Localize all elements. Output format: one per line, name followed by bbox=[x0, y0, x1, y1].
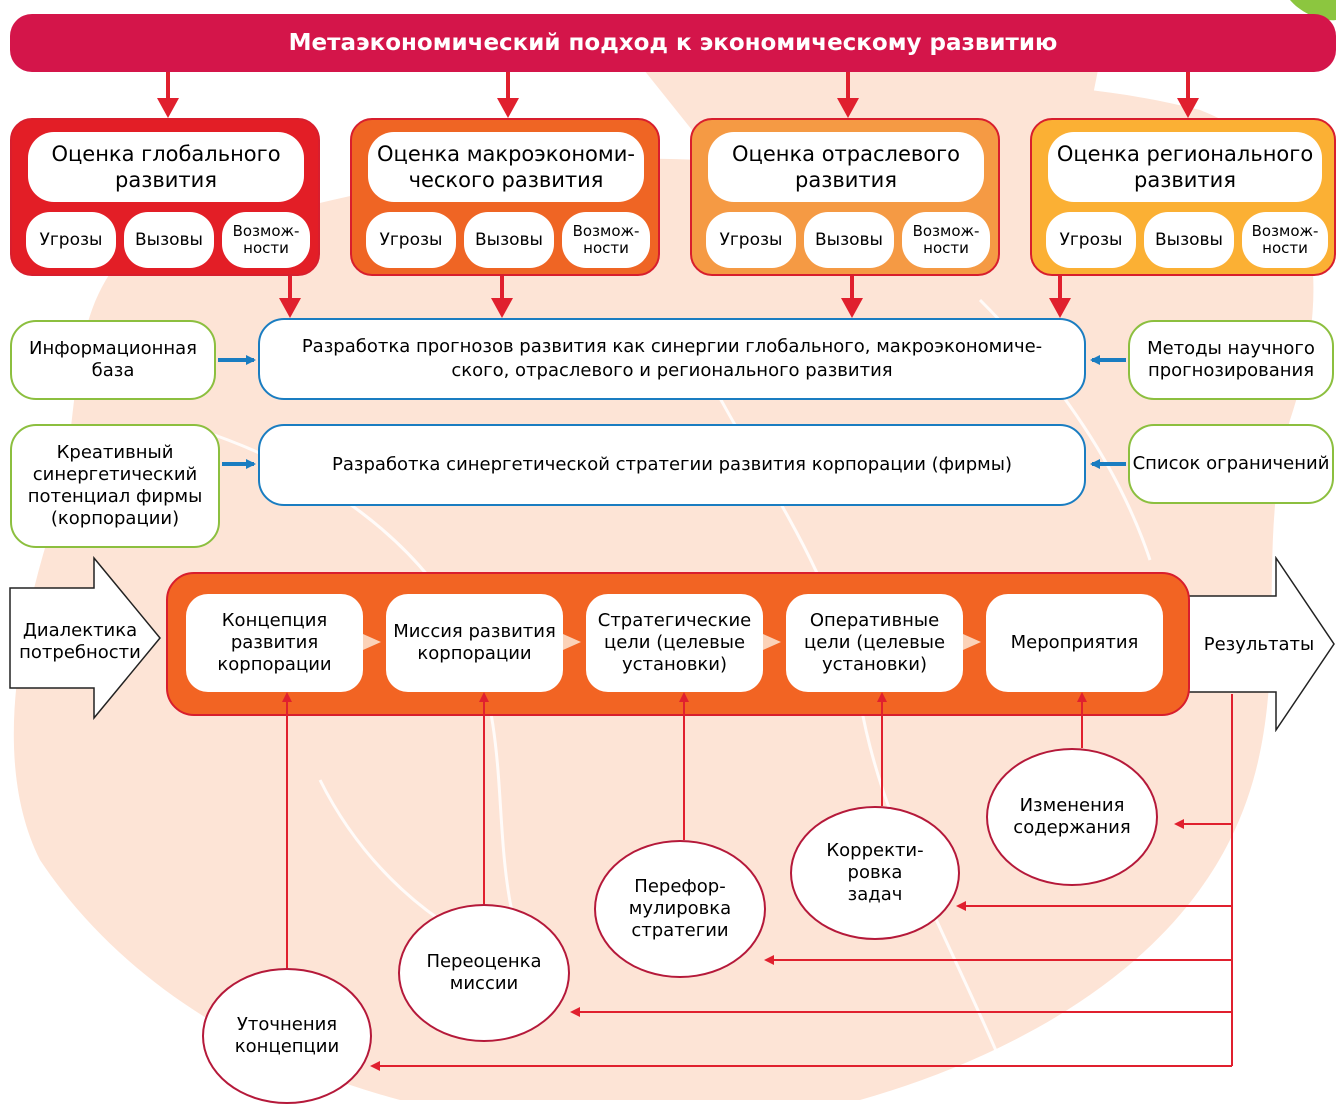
forecasting-methods-box: Методы научного прогнозирования bbox=[1128, 320, 1334, 400]
diagram-title: Метаэкономический подход к экономическом… bbox=[10, 14, 1336, 72]
stage-concept: Концепция развития корпорации bbox=[186, 594, 363, 692]
forecast-development-box: Разработка прогнозов развития как синерг… bbox=[258, 318, 1086, 400]
opportunities-pill: Возмож-ности bbox=[562, 212, 650, 268]
assessment-regional-title: Оценка регионального развития bbox=[1048, 132, 1322, 202]
opportunities-pill: Возмож-ности bbox=[222, 212, 310, 268]
assessment-sector: Оценка отраслевого развития Угрозы Вызов… bbox=[690, 118, 1000, 276]
stage-connector-3 bbox=[963, 634, 981, 650]
challenges-pill: Вызовы bbox=[124, 212, 214, 268]
threats-pill: Угрозы bbox=[366, 212, 456, 268]
assessment-macro-title: Оценка макроэкономи-ческого развития bbox=[368, 132, 644, 202]
assessment-regional: Оценка регионального развития Угрозы Выз… bbox=[1030, 118, 1336, 276]
opportunities-pill: Возмож-ности bbox=[902, 212, 990, 268]
feedback-mission-reassessment: Переоценка миссии bbox=[398, 904, 570, 1042]
output-arrow-label: Результаты bbox=[1203, 634, 1315, 655]
stage-connector-0 bbox=[363, 634, 381, 650]
threats-pill: Угрозы bbox=[26, 212, 116, 268]
feedback-content-change: Изменения содержания bbox=[986, 748, 1158, 886]
stage-strategic-goals: Стратегические цели (целевые установки) bbox=[586, 594, 763, 692]
output-arrow bbox=[1187, 556, 1335, 732]
challenges-pill: Вызовы bbox=[804, 212, 894, 268]
process-block: Концепция развития корпорации Миссия раз… bbox=[166, 572, 1190, 716]
feedback-concept-refinement: Уточнения концепции bbox=[202, 968, 372, 1104]
creative-potential-box: Креативный синергетический потенциал фир… bbox=[10, 424, 220, 548]
input-arrow bbox=[9, 556, 161, 720]
opportunities-pill: Возмож-ности bbox=[1242, 212, 1328, 268]
feedback-strategy-reformulation: Перефор-мулировка стратегии bbox=[594, 840, 766, 978]
constraints-list-box: Список ограничений bbox=[1128, 424, 1334, 504]
stage-connector-2 bbox=[763, 634, 781, 650]
stage-connector-1 bbox=[563, 634, 581, 650]
threats-pill: Угрозы bbox=[706, 212, 796, 268]
stage-operational-goals: Оперативные цели (целевые установки) bbox=[786, 594, 963, 692]
stage-activities: Мероприятия bbox=[986, 594, 1163, 692]
assessment-sector-title: Оценка отраслевого развития bbox=[708, 132, 984, 202]
challenges-pill: Вызовы bbox=[1144, 212, 1234, 268]
information-base-box: Информационная база bbox=[10, 320, 216, 400]
input-arrow-label: Диалектика потребности bbox=[19, 620, 141, 663]
strategy-development-box: Разработка синергетической стратегии раз… bbox=[258, 424, 1086, 506]
assessment-global: Оценка глобального развития Угрозы Вызов… bbox=[10, 118, 320, 276]
challenges-pill: Вызовы bbox=[464, 212, 554, 268]
stage-mission: Миссия развития корпорации bbox=[386, 594, 563, 692]
assessment-global-title: Оценка глобального развития bbox=[28, 132, 304, 202]
feedback-task-correction: Корректи-ровка задач bbox=[790, 806, 960, 940]
assessment-macro: Оценка макроэкономи-ческого развития Угр… bbox=[350, 118, 660, 276]
threats-pill: Угрозы bbox=[1046, 212, 1136, 268]
